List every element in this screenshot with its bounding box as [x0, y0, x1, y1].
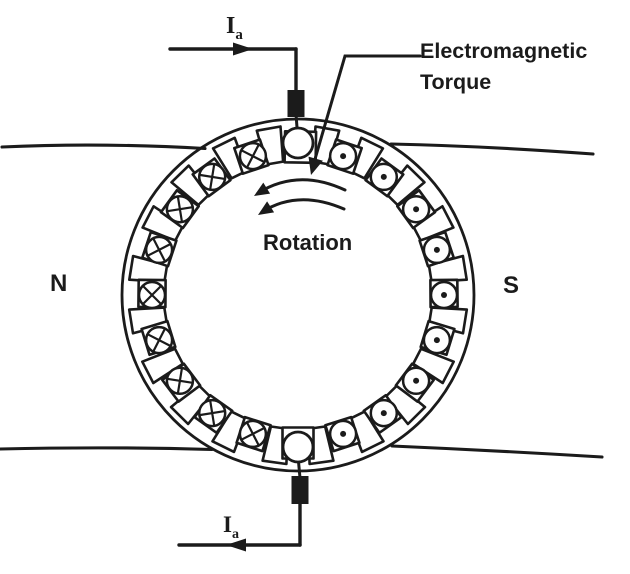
pole-face-top-right — [389, 142, 595, 156]
rotor-tooth — [170, 164, 212, 207]
conductor-cross-icon — [199, 163, 226, 190]
conductor-dot-icon — [413, 377, 420, 384]
brush-top — [287, 90, 305, 117]
south-pole-label: S — [503, 272, 519, 299]
rotor-body-circle — [120, 117, 476, 473]
brush-bottom — [291, 476, 309, 504]
annotations — [254, 54, 422, 215]
pole-face-bottom-left — [0, 446, 214, 452]
conductor-cross-icon — [147, 328, 171, 352]
rotor — [120, 113, 476, 479]
conductor-cross-icon — [147, 238, 171, 262]
torque-arrowhead-icon — [308, 156, 323, 175]
rotation-arrow-inner — [260, 198, 346, 214]
conductor-dot-icon — [380, 173, 387, 180]
conductor-cross-icon — [166, 367, 193, 394]
pole-face-top-left — [0, 143, 207, 151]
current-arrow-bottom-icon — [226, 538, 246, 552]
conductor-cross-icon — [142, 285, 162, 305]
rotor-tooth — [141, 347, 185, 385]
north-pole-label: N — [50, 270, 67, 297]
armature-circuit-bottom — [177, 476, 309, 552]
rotation-label: Rotation — [263, 230, 352, 255]
conductor-cross-icon — [166, 196, 193, 223]
pole-faces — [0, 142, 604, 459]
conductor-dot-icon — [340, 430, 347, 437]
conductor-dot-icon — [433, 246, 440, 253]
rotor-tooth — [411, 347, 455, 385]
torque-label-line2: Torque — [420, 70, 491, 94]
conductor-dot-icon — [413, 206, 420, 213]
current-label-bottom: Ia — [223, 512, 239, 542]
conductor-dot-icon — [340, 153, 347, 160]
torque-label-line1: Electromagnetic — [420, 39, 587, 63]
conductor-cross-icon — [199, 400, 226, 427]
pole-face-bottom-right — [390, 444, 604, 459]
current-arrow-top-icon — [233, 42, 253, 56]
torque-leader-line — [311, 54, 422, 168]
commutator-contact-top — [281, 126, 315, 160]
conductor-cross-icon — [241, 422, 265, 446]
conductor-dot-icon — [380, 410, 387, 417]
rotation-arrowhead-inner-icon — [258, 201, 275, 215]
current-label-top: Ia — [226, 13, 243, 43]
conductor-cross-icon — [241, 144, 265, 168]
rotor-tooth — [427, 306, 469, 335]
conductor-dot-icon — [441, 292, 447, 298]
commutator-contact-bottom — [281, 430, 315, 464]
armature-circuit-top — [168, 42, 305, 117]
rotation-arrow-outer — [256, 178, 347, 195]
conductor-dot-icon — [433, 337, 440, 344]
rotation-arrowhead-outer-icon — [254, 182, 271, 196]
